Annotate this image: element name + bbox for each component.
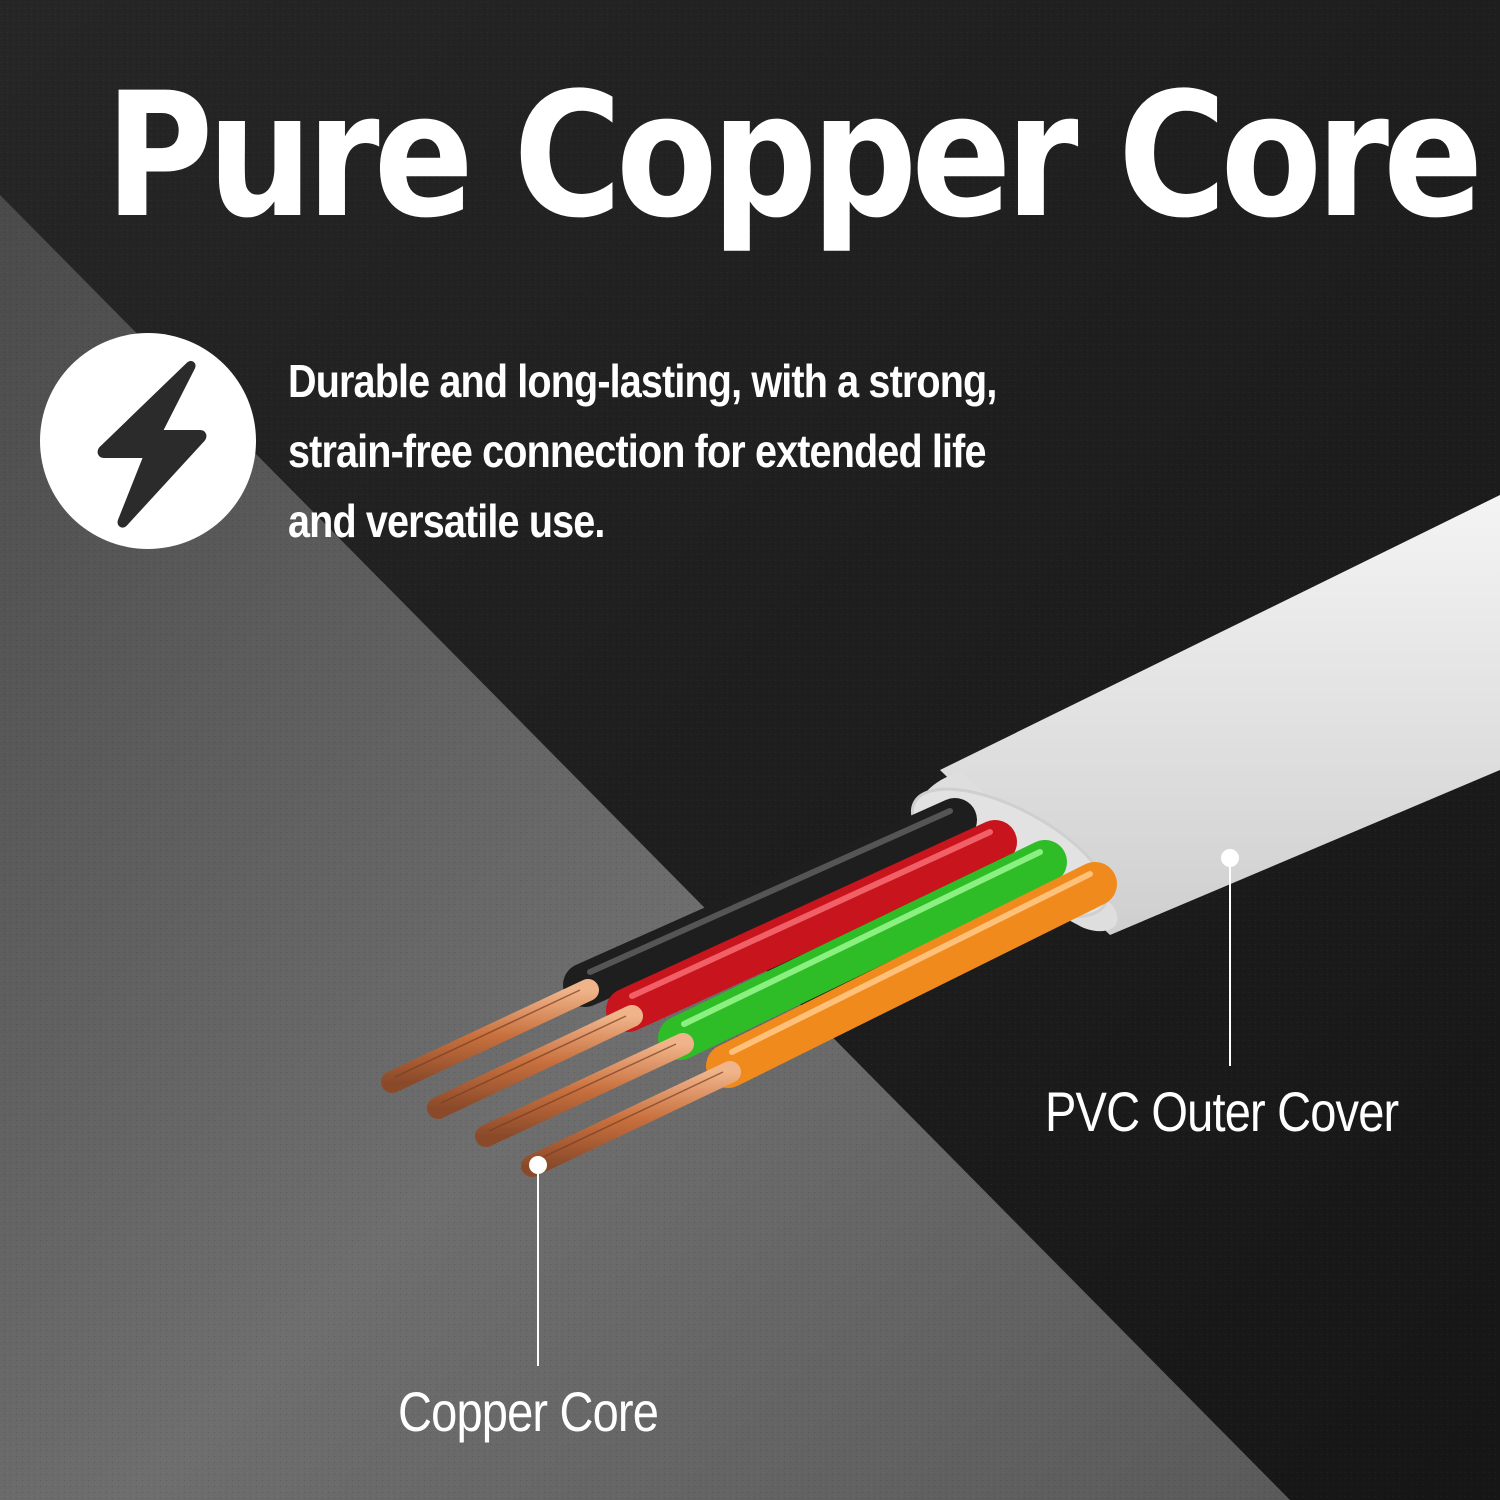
feature-description: Durable and long-lasting, with a strong,… xyxy=(288,355,997,547)
headline: Pure Copper Core xyxy=(105,55,1483,256)
bolt-badge xyxy=(40,333,256,549)
copper-core-label: Copper Core xyxy=(398,1380,659,1443)
callout-lines xyxy=(529,849,1239,1366)
copper-strands xyxy=(381,979,741,1177)
wire-green xyxy=(658,840,1067,1060)
wire-orange xyxy=(706,862,1117,1088)
wire-black xyxy=(563,798,977,1007)
wire-red xyxy=(606,820,1017,1032)
pvc-outer-cover-label: PVC Outer Cover xyxy=(1045,1080,1399,1143)
lightning-bolt-icon xyxy=(97,360,207,528)
